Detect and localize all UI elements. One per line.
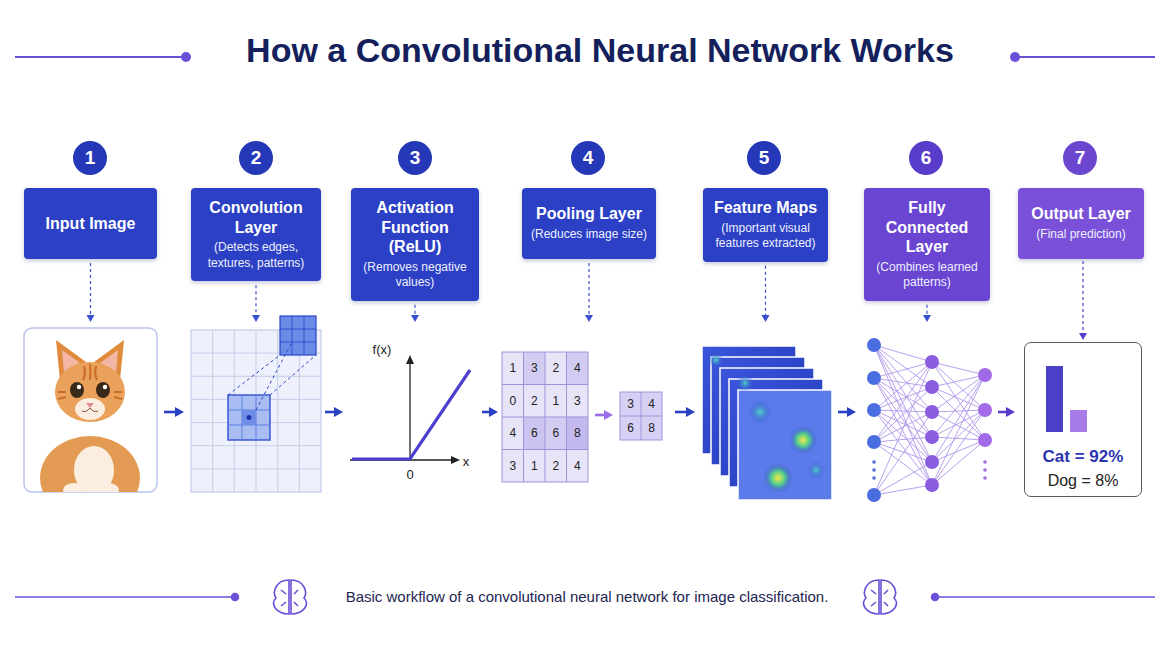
step-number: 3 xyxy=(410,147,421,169)
grid-value: 1 xyxy=(545,385,567,418)
brain-icon xyxy=(274,580,897,614)
relu-graph xyxy=(350,355,470,464)
layer-description: (Combines learned patterns) xyxy=(871,260,983,291)
layer-title: Convolution Layer xyxy=(198,198,314,237)
leader-line xyxy=(585,263,593,322)
kitten-picture xyxy=(24,328,157,520)
grid-value: 4 xyxy=(567,352,589,385)
layer-description: (Reduces image size) xyxy=(531,227,647,243)
layer-description: (Final prediction) xyxy=(1036,227,1125,243)
arrowhead xyxy=(1079,333,1087,340)
step-number: 5 xyxy=(759,147,770,169)
axis-label: x xyxy=(458,452,474,470)
axis-label: 0 xyxy=(402,465,418,483)
grid-value: 4 xyxy=(641,392,662,416)
step-number: 4 xyxy=(583,147,594,169)
arrowhead xyxy=(762,315,770,322)
diagram-title: How a Convolutional Neural Network Works xyxy=(200,31,1000,70)
grid-value: 8 xyxy=(641,416,662,440)
grid-value: 3 xyxy=(620,392,641,416)
prediction-panel: Cat = 92% Dog = 8% xyxy=(1024,342,1142,497)
layer-box: Convolution Layer(Detects edges, texture… xyxy=(191,188,321,281)
layer-box: Output Layer (Final prediction) xyxy=(1018,188,1144,259)
leader-dash xyxy=(90,263,91,316)
grid-value: 4 xyxy=(502,417,524,450)
step-number: 7 xyxy=(1075,147,1086,169)
connector xyxy=(1079,261,1087,340)
layer-description: (Important visual features extracted) xyxy=(710,221,821,252)
grid-value: 0 xyxy=(502,385,524,418)
grid-value: 1 xyxy=(524,450,546,483)
step-number: 2 xyxy=(251,147,262,169)
step-number-circle: 4 xyxy=(571,141,605,175)
leader-line xyxy=(762,266,770,322)
layer-box: Activation Function (ReLU)(Removes negat… xyxy=(351,188,479,301)
leader-line xyxy=(87,263,95,322)
leader-line xyxy=(411,305,419,322)
grid-value: 6 xyxy=(545,417,567,450)
leader-line xyxy=(923,305,931,322)
neural-network xyxy=(867,338,992,502)
grid-value: 2 xyxy=(545,450,567,483)
diagram-caption: Basic workflow of a convolutional neural… xyxy=(312,588,862,605)
layer-title: Feature Maps xyxy=(714,198,817,218)
prediction-text: Dog = 8% xyxy=(1029,472,1137,490)
layer-description: (Removes negative values) xyxy=(358,260,472,291)
step-number: 1 xyxy=(85,147,96,169)
layer-box: Input Image xyxy=(24,188,157,259)
layer-box: Pooling Layer (Reduces image size) xyxy=(522,188,656,259)
grid-value: 2 xyxy=(545,352,567,385)
convolution-grid xyxy=(191,316,321,492)
grid-value: 3 xyxy=(502,450,524,483)
arrowhead xyxy=(87,315,95,322)
step-number-circle: 2 xyxy=(239,141,273,175)
step-number-circle: 5 xyxy=(747,141,781,175)
grid-value: 6 xyxy=(524,417,546,450)
prediction-text: Cat = 92% xyxy=(1029,447,1137,467)
leader-dash xyxy=(926,305,927,316)
arrowhead xyxy=(252,315,260,322)
grid-value: 8 xyxy=(567,417,589,450)
layer-description: (Detects edges, textures, patterns) xyxy=(198,240,314,271)
grid-value: 1 xyxy=(502,352,524,385)
prediction-bars xyxy=(1046,366,1087,432)
leader-line xyxy=(252,285,260,322)
step-number-circle: 7 xyxy=(1063,141,1097,175)
grid-value: 4 xyxy=(567,450,589,483)
step-number: 6 xyxy=(921,147,932,169)
step-number-circle: 3 xyxy=(398,141,432,175)
pooling-grid xyxy=(502,352,662,482)
arrowhead xyxy=(585,315,593,322)
axis-label: f(x) xyxy=(362,340,402,358)
connector-line xyxy=(1082,261,1083,334)
flow-arrow xyxy=(164,407,1015,420)
layer-title: Activation Function (ReLU) xyxy=(358,198,472,257)
feature-maps xyxy=(702,346,832,500)
leader-dash xyxy=(414,305,415,316)
layer-title: Input Image xyxy=(46,214,136,234)
layer-title: Output Layer xyxy=(1031,204,1131,224)
layer-box: Fully Connected Layer(Combines learned p… xyxy=(864,188,990,301)
step-number-circle: 1 xyxy=(73,141,107,175)
grid-value: 3 xyxy=(524,352,546,385)
layer-title: Fully Connected Layer xyxy=(871,198,983,257)
leader-dash xyxy=(765,266,766,316)
leader-dash xyxy=(588,263,589,316)
layer-title: Pooling Layer xyxy=(536,204,642,224)
layer-box: Feature Maps (Important visual features e… xyxy=(703,188,828,262)
step-number-circle: 6 xyxy=(909,141,943,175)
grid-value: 3 xyxy=(567,385,589,418)
arrowhead xyxy=(923,315,931,322)
leader-dash xyxy=(255,285,256,316)
arrowhead xyxy=(411,315,419,322)
grid-value: 2 xyxy=(524,385,546,418)
grid-value: 6 xyxy=(620,416,641,440)
